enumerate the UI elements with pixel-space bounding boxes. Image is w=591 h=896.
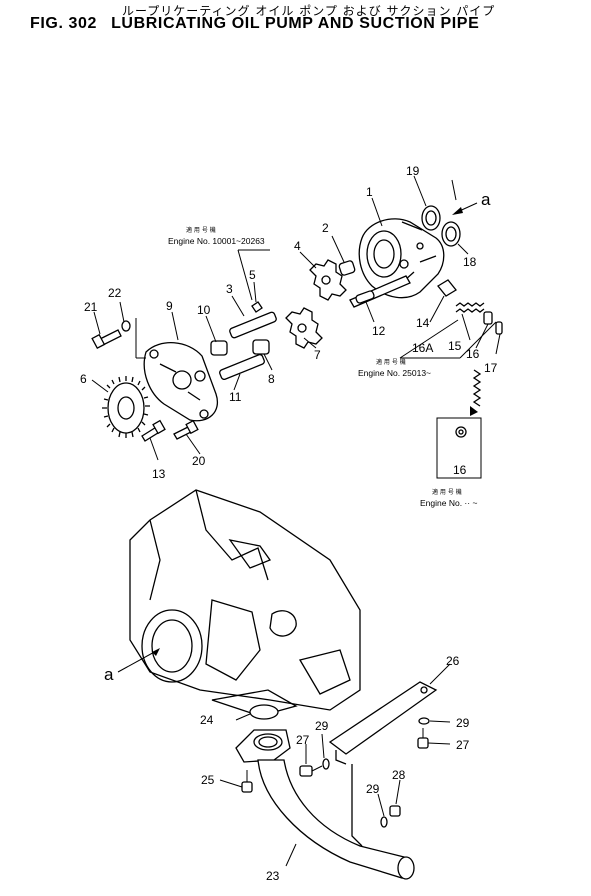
callout-29-bottom: 29 — [366, 782, 380, 796]
callout-22: 22 — [108, 286, 122, 300]
serial-note-b-jp: 適 用 号 機 — [376, 358, 406, 366]
japanese-title: ループリケーティング オイル ポンプ および サクション パイプ — [122, 4, 496, 18]
callout-3: 3 — [226, 282, 233, 296]
drive-gear-4-part — [309, 259, 347, 301]
callout-17: 17 — [484, 361, 498, 375]
callout-8: 8 — [268, 372, 275, 386]
figure-title: LUBRICATING OIL PUMP AND SUCTION PIPE — [111, 15, 480, 32]
callout-16: 16 — [466, 347, 480, 361]
callout-23: 23 — [266, 869, 280, 883]
pump-cover-9-part — [143, 341, 218, 422]
view-mark-a-block: a — [104, 648, 160, 684]
bushing-10-part — [210, 340, 228, 356]
bolts-upper — [91, 320, 199, 442]
driven-gear-7-part — [285, 307, 323, 349]
bushing-8-part — [252, 339, 270, 355]
callout-20: 20 — [192, 454, 206, 468]
seal-18-part — [441, 221, 461, 247]
callout-24: 24 — [200, 713, 214, 727]
callout-6: 6 — [80, 372, 87, 386]
callout-18: 18 — [463, 255, 477, 269]
serial-note-a: Engine No. 10001~20263 — [168, 236, 265, 246]
callout-21: 21 — [84, 300, 98, 314]
leader-lines — [91, 175, 501, 867]
callout-26: 26 — [446, 654, 460, 668]
view-arrow-label: a — [481, 190, 491, 209]
callout-25: 25 — [201, 773, 215, 787]
callout-29-right: 29 — [456, 716, 470, 730]
callout-14: 14 — [416, 316, 430, 330]
callout-2: 2 — [322, 221, 329, 235]
serial-note-a-jp: 適 用 号 機 — [186, 226, 216, 234]
callout-19: 19 — [406, 164, 420, 178]
callout-10: 10 — [197, 303, 211, 317]
callout-28: 28 — [392, 768, 406, 782]
callout-27-right: 27 — [456, 738, 470, 752]
idler-gear-6-part — [102, 376, 150, 438]
callout-27-left: 27 — [296, 733, 310, 747]
view-arrow-a: a — [452, 190, 491, 215]
engine-block-part — [129, 489, 361, 717]
inset-box-16 — [436, 417, 482, 479]
serial-note-c-jp: 適 用 号 機 — [432, 488, 462, 496]
serial-note-c: Engine No. ·· ~ — [420, 498, 477, 508]
o-ring-24-part — [249, 704, 279, 720]
seal-19-part — [421, 205, 441, 231]
callout-5: 5 — [249, 268, 256, 282]
callout-16-inset: 16 — [453, 463, 467, 477]
callout-29-left: 29 — [315, 719, 329, 733]
figure-number: FIG. 302 — [30, 15, 98, 32]
bracket-26-part — [328, 681, 438, 847]
callout-11: 11 — [229, 390, 242, 404]
callout-4: 4 — [294, 239, 301, 253]
long-bolt-part — [470, 369, 482, 416]
callout-labels: 1 2 3 4 5 6 7 8 9 10 11 12 13 14 15 16 1… — [80, 164, 498, 883]
block-view-label: a — [104, 665, 114, 684]
callout-9: 9 — [166, 299, 173, 313]
callout-12: 12 — [372, 324, 386, 338]
bolts-lower — [241, 717, 430, 828]
suction-pipe-23-part — [235, 729, 415, 880]
page-title: FIG. 302 LUBRICATING OIL PUMP AND SUCTION… — [30, 15, 479, 33]
shaft-pieces — [219, 275, 411, 380]
relief-valve-parts — [437, 279, 503, 335]
serial-notes: 適 用 号 機 Engine No. 10001~20263 適 用 号 機 E… — [168, 226, 477, 508]
callout-7: 7 — [314, 348, 321, 362]
callout-16a: 16A — [412, 341, 433, 355]
bushing-2-part — [338, 260, 356, 276]
callout-13: 13 — [152, 467, 166, 481]
pump-body-part — [358, 218, 445, 299]
serial-note-b: Engine No. 25013~ — [358, 368, 431, 378]
callout-1: 1 — [366, 185, 373, 199]
callout-15: 15 — [448, 339, 462, 353]
